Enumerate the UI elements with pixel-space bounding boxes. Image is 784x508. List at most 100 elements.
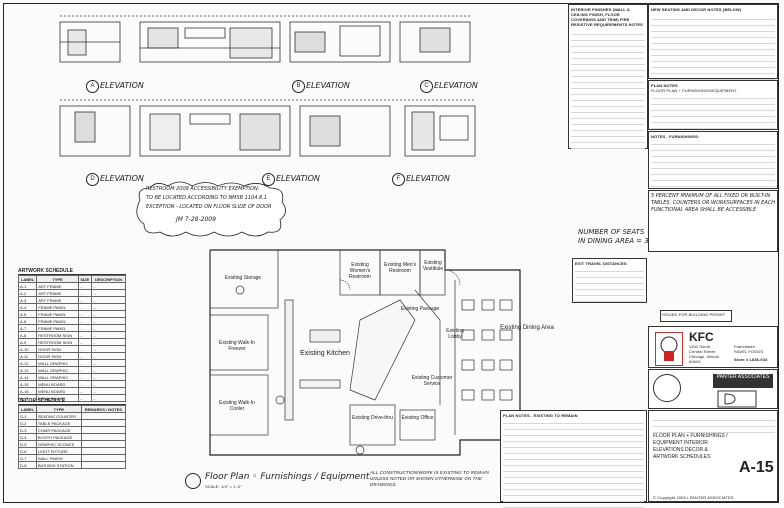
artwork-cell: ... <box>77 324 93 332</box>
plan-notes-existing-title: PLAN NOTES - EXISTING TO REMAIN <box>503 413 578 418</box>
decor-cell: SEATING COUNTER <box>35 412 82 420</box>
elevation-d-label: ELEVATION <box>100 174 144 183</box>
exit-travel-title: EXIT TRAVEL DISTANCES <box>575 261 627 266</box>
elevation-c-label: ELEVATION <box>434 81 478 90</box>
artwork-cell: A-12 <box>17 359 38 367</box>
decor-cell <box>80 426 127 434</box>
interior-finishes-title: INTERIOR FINISHES (WALL & CEILING FINISH… <box>571 7 643 27</box>
artwork-cell: A-8 <box>17 331 38 339</box>
room-drive-thru: Existing Drive-thru <box>352 415 393 421</box>
kfc-logo <box>655 332 683 366</box>
artwork-cell: FRAME PANEL <box>36 303 79 311</box>
decor-cell <box>80 412 127 420</box>
seating-requirement-text: 5 PERCENT MINIMUM OF ALL FIXED OR BUILT-… <box>651 193 776 213</box>
artwork-cell: A-14 <box>17 373 38 381</box>
room-office: Existing Office <box>401 415 434 421</box>
decor-header-2: REMARKS / NOTES <box>80 405 127 413</box>
artwork-cell: ... <box>91 352 126 360</box>
artwork-header-3: DESCRIPTION <box>91 275 126 283</box>
brand-name: KFC <box>689 330 714 344</box>
new-seating-title: NEW SEATING AND DECOR NOTES (BELOW) <box>651 7 742 12</box>
furnishing-notes: NOTES - FURNISHINGS: <box>648 131 778 189</box>
artwork-cell: A-15 <box>17 380 38 388</box>
artwork-cell: ... <box>77 310 93 318</box>
decor-cell: D-1 <box>18 412 37 420</box>
elevation-a-marker: A <box>86 80 99 93</box>
plan-notes-existing: PLAN NOTES - EXISTING TO REMAIN <box>500 410 647 508</box>
decor-cell: D-4 <box>18 433 37 441</box>
floor-plan-heading: Floor Plan ◦ Furnishings / Equipment <box>205 472 370 482</box>
issued-for-permit-label: ISSUED FOR BUILDING PERMIT <box>662 312 726 317</box>
interior-finishes-notes: INTERIOR FINISHES (WALL & CEILING FINISH… <box>568 4 648 149</box>
artwork-cell: ... <box>77 380 93 388</box>
artwork-cell: DOOR SIGN <box>36 352 79 360</box>
artwork-cell: FRAME PANEL <box>36 317 79 325</box>
artwork-cell: FRAME PANEL <box>36 324 79 332</box>
artwork-cell: ... <box>91 317 126 325</box>
seats-note-line2: IN DINING AREA = 36 <box>578 237 654 245</box>
firm-name: PANTER ASSOCIATES <box>713 374 773 388</box>
title-block-drawing: FLOOR PLAN + FURNISHINGS / EQUIPMENT INT… <box>648 410 778 502</box>
artwork-cell: ... <box>77 303 93 311</box>
artwork-cell: DOOR SIGN <box>36 345 79 353</box>
seating-requirement-note: 5 PERCENT MINIMUM OF ALL FIXED OR BUILT-… <box>648 190 778 252</box>
decor-cell: D-6 <box>18 447 37 455</box>
elevation-d-marker: D <box>86 173 99 186</box>
plan-notes: PLAN NOTES FLOOR PLAN + FURNISHINGS/EQUI… <box>648 80 778 130</box>
artwork-cell: MENU BOARD <box>36 380 79 388</box>
room-walkin-freezer: Existing Walk-In Freezer <box>219 340 255 352</box>
artwork-cell: ART FRAME <box>36 282 79 290</box>
artwork-cell: ... <box>91 373 126 381</box>
decor-cell: BOOTH PACKAGE <box>35 433 82 441</box>
artwork-cell: ... <box>77 373 93 381</box>
drawing-title: FLOOR PLAN + FURNISHINGS / EQUIPMENT INT… <box>653 433 728 460</box>
artwork-cell: ... <box>77 331 93 339</box>
decor-cell: LIGHT FIXTURE <box>35 447 82 455</box>
artwork-cell: A-6 <box>17 317 38 325</box>
accessibility-cloud <box>136 181 286 237</box>
artwork-cell: A-9 <box>17 338 38 346</box>
artwork-cell: ... <box>77 296 93 304</box>
artwork-cell: A-11 <box>17 352 38 360</box>
decor-cell <box>80 447 127 455</box>
decor-cell: GRAPHIC SCONCE <box>35 440 82 448</box>
artwork-cell: ART FRAME <box>36 289 79 297</box>
seats-note: NUMBER OF SEATS IN DINING AREA = 36 <box>578 228 653 246</box>
artwork-cell: WALL GRAPHIC <box>36 373 79 381</box>
artwork-cell: ... <box>77 394 93 402</box>
decor-cell <box>80 440 127 448</box>
artwork-cell: A-17 <box>17 394 38 402</box>
decor-cell: D-2 <box>18 419 37 427</box>
firm-logo <box>717 390 757 408</box>
elevation-b-label: ELEVATION <box>306 81 350 90</box>
decor-cell <box>80 461 127 469</box>
artwork-schedule-title: ARTWORK SCHEDULE <box>18 268 126 275</box>
architect-seal <box>653 374 681 402</box>
room-lobby: Existing Lobby <box>446 328 464 340</box>
artwork-cell: A-13 <box>17 366 38 374</box>
decor-cell: D-5 <box>18 440 37 448</box>
revision-list <box>653 415 775 433</box>
artwork-cell: A-7 <box>17 324 38 332</box>
elevation-e-label: ELEVATION <box>276 174 320 183</box>
artwork-cell: MENU BOARD <box>36 387 79 395</box>
artwork-cell: ... <box>77 338 93 346</box>
artwork-header-1: TYPE <box>36 275 79 283</box>
artwork-cell: A-10 <box>17 345 38 353</box>
